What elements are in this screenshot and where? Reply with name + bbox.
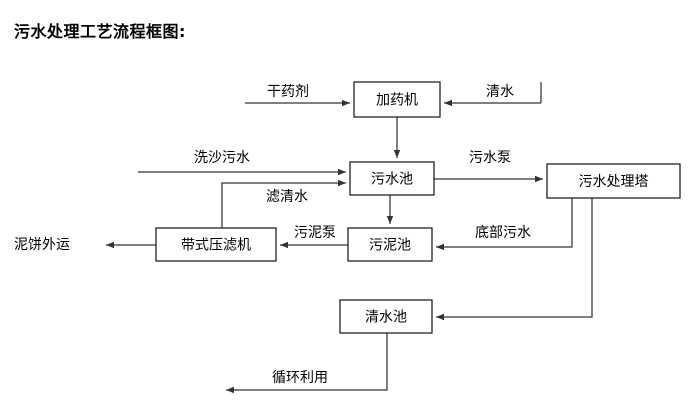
node-wastewater-pool-box[interactable] <box>349 161 435 196</box>
node-sludge-pool-box[interactable] <box>347 227 433 262</box>
node-belt-filter-press[interactable]: 带式压滤机 <box>155 227 277 262</box>
node-clear-water-pool-label: 清水池 <box>365 310 407 326</box>
node-clear-water-pool-box[interactable] <box>339 299 433 334</box>
edge-label-recycle-reuse: 循环利用 <box>272 370 328 386</box>
node-sludge-pool[interactable]: 污泥池 <box>347 227 433 262</box>
edge-filtered-water-to-wastewater-pool <box>221 179 346 228</box>
edge-label-sewage-pump: 污水泵 <box>469 150 511 166</box>
edge-label-bottom-sewage: 底部污水 <box>475 225 531 241</box>
node-treatment-tower-label: 污水处理塔 <box>579 174 649 190</box>
edge-labels-group: 干药剂 清水 洗沙污水 滤清水 污水泵 底部污水 污泥泵 循环利用 <box>194 84 531 386</box>
node-dosing-machine[interactable]: 加药机 <box>353 81 441 118</box>
node-dosing-machine-label: 加药机 <box>376 93 418 109</box>
node-clear-water-pool[interactable]: 清水池 <box>339 299 433 334</box>
edges-group <box>106 82 593 394</box>
edge-tower-to-clear-water-pool <box>436 198 593 321</box>
terminal-label-mud-cake-out: 泥饼外运 <box>14 237 70 253</box>
terminal-labels-group: 泥饼外运 <box>14 237 70 253</box>
edge-label-filtered-clear-water: 滤清水 <box>266 189 308 205</box>
edge-clear-water-to-recycle <box>226 333 388 394</box>
edge-label-sludge-pump: 污泥泵 <box>294 225 336 241</box>
node-wastewater-pool[interactable]: 污水池 <box>349 161 435 196</box>
node-belt-filter-press-box[interactable] <box>155 227 277 262</box>
edge-label-dry-chemical: 干药剂 <box>267 84 309 100</box>
node-sludge-pool-label: 污泥池 <box>369 238 411 254</box>
edge-label-clean-water: 清水 <box>486 84 514 100</box>
node-belt-filter-press-label: 带式压滤机 <box>181 238 251 254</box>
node-treatment-tower-box[interactable] <box>546 163 681 199</box>
node-treatment-tower[interactable]: 污水处理塔 <box>546 163 681 199</box>
nodes-group: 加药机 污水池 污水处理塔 带式压滤机 污泥池 清水池 <box>155 81 681 334</box>
node-dosing-machine-box[interactable] <box>353 81 441 118</box>
node-wastewater-pool-label: 污水池 <box>371 172 413 188</box>
edge-tower-to-sludge-pool <box>436 198 573 251</box>
edge-label-sand-wash-sewage: 洗沙污水 <box>194 150 250 166</box>
page-title: 污水处理工艺流程框图: <box>14 22 186 41</box>
